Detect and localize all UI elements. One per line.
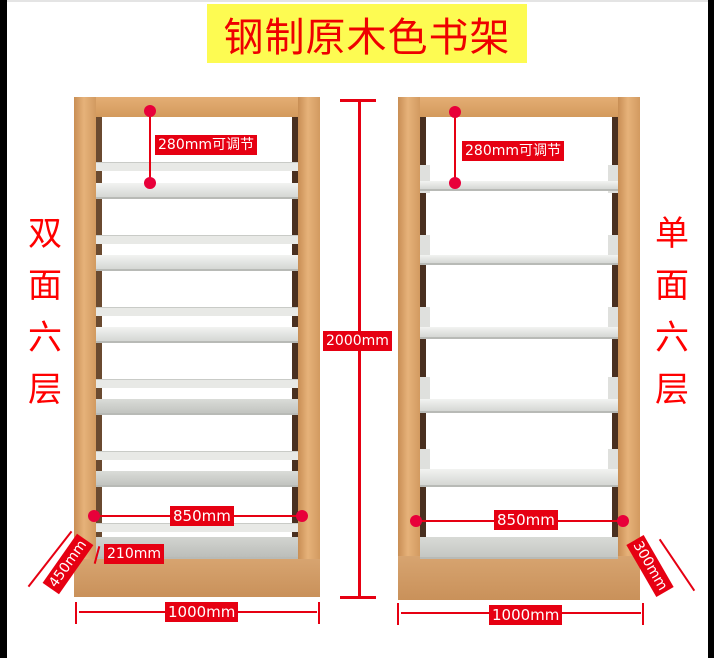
right-post [298,97,320,597]
inner-width-tag: 850mm [170,506,234,526]
shelf-lip [96,162,298,171]
bracket [420,449,430,477]
adjustable-height-tag: 280mm可调节 [462,141,564,161]
top-rail [398,97,640,117]
char: 单 [655,214,689,254]
shelf-6 [420,537,618,559]
marker-dot [449,177,461,189]
adjustable-height-tag: 280mm可调节 [155,135,257,155]
shelf-interior [420,117,618,559]
shelf-5 [420,469,618,487]
dimension-end [397,603,399,625]
char: 面 [28,266,62,306]
bracket [420,377,430,405]
bracket [608,235,618,263]
inner-width-tag: 850mm [494,510,558,530]
left-post [398,97,420,600]
dimension-line [149,111,151,183]
char: 双 [28,214,62,254]
shelf-3 [96,327,298,343]
shelf-2 [96,255,298,271]
bracket [420,307,430,335]
marker-dot [449,106,461,118]
bracket [608,377,618,405]
marker-dot [617,515,629,527]
char: 面 [655,266,689,306]
marker-dot [88,510,100,522]
shelf-4 [420,399,618,413]
width-tag: 1000mm [489,605,563,625]
bracket [608,449,618,477]
left-border [0,0,7,658]
bracket [420,235,430,263]
dimension-line [454,113,456,183]
dimension-end [642,603,644,625]
shelf-lip [96,307,298,316]
shelf-4 [96,399,298,415]
left-type-label: 双 面 六 层 [20,208,70,416]
shelf-1 [420,181,618,191]
shelf-lip [96,379,298,388]
char: 六 [655,318,689,358]
base-height-tag: 210mm [104,544,164,564]
marker-dot [410,515,422,527]
right-post [618,97,640,600]
shelf-3 [420,327,618,339]
left-bookshelf [74,97,320,597]
height-tag: 2000mm [323,331,392,351]
shelf-lip [96,235,298,244]
left-post [74,97,96,597]
shelf-5 [96,471,298,487]
dimension-end [75,602,77,624]
char: 层 [28,370,62,410]
right-type-label: 单 面 六 层 [647,208,697,416]
shelf-1 [96,183,298,199]
right-bookshelf [398,97,640,600]
page-title: 钢制原木色书架 [223,14,511,61]
base-plinth [74,559,320,597]
bracket [608,165,618,193]
title-banner: 钢制原木色书架 [207,4,527,63]
shelf-2 [420,255,618,265]
marker-dot [144,105,156,117]
bracket [608,307,618,335]
shelf-interior [96,117,298,559]
char: 六 [28,318,62,358]
base-plinth [398,556,640,600]
bracket [420,165,430,193]
marker-dot [296,510,308,522]
dimension-end [340,596,376,599]
width-tag: 1000mm [165,602,239,622]
char: 层 [655,370,689,410]
right-border [708,0,714,658]
top-rail [74,97,320,117]
top-divider [7,0,708,2]
dimension-end [318,602,320,624]
marker-dot [144,177,156,189]
shelf-lip [96,451,298,460]
